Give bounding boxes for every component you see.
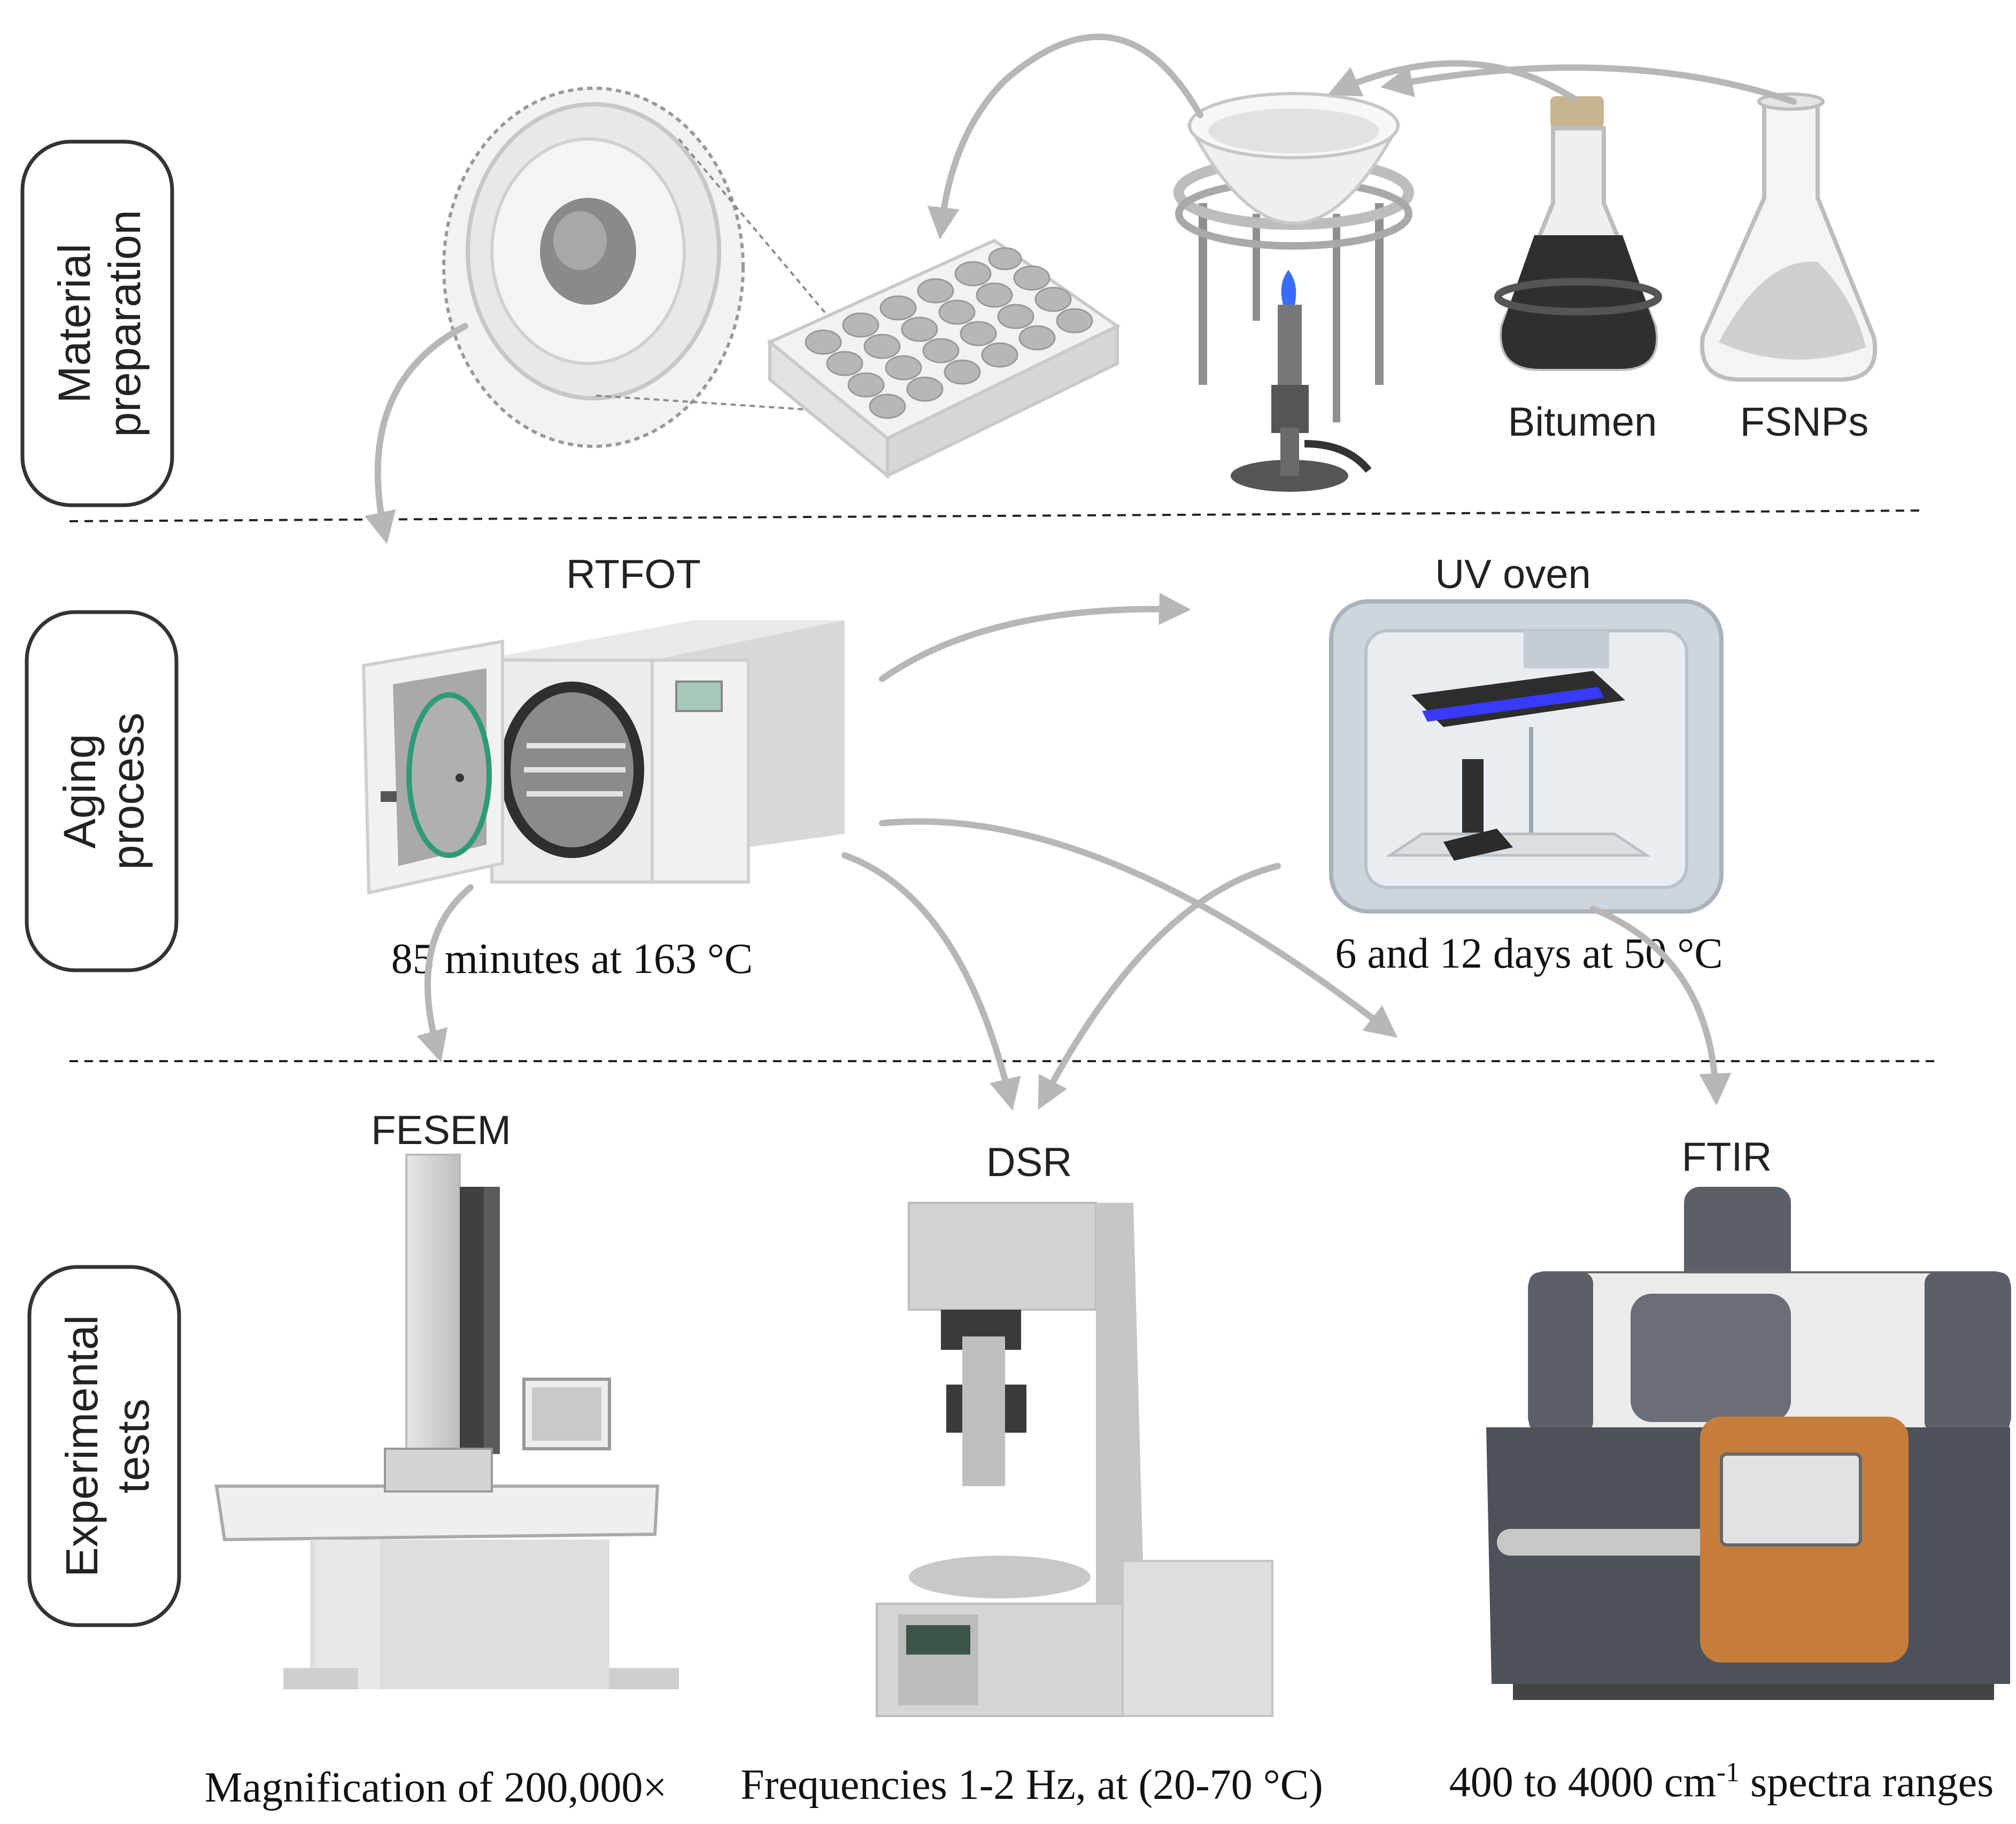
stage-label-aging-1: Aging — [55, 734, 105, 849]
ftir-spectrometer-illustration — [1486, 1187, 2011, 1700]
arrow-rtfot-to-fesem — [416, 884, 474, 1063]
device-label-rtfot: RTFOT — [566, 552, 701, 597]
arrow-rtfot-to-ftir — [879, 818, 1398, 1038]
dsr-rheometer-illustration — [876, 1202, 1273, 1717]
material-label-fsnps: FSNPs — [1740, 399, 1869, 445]
condition-fesem: Magnification of 200,000× — [205, 1764, 667, 1811]
zoom-line-1 — [678, 138, 878, 375]
stage-label-experimental-2: tests — [108, 1398, 158, 1493]
condition-dsr: Frequencies 1-2 Hz, at (20-70 °C) — [740, 1761, 1323, 1808]
fesem-microscope-illustration — [214, 1154, 679, 1689]
device-label-dsr: DSR — [986, 1140, 1072, 1185]
heating-bowl-illustration — [1173, 92, 1414, 492]
fsnps-flask-icon — [1700, 92, 1878, 382]
condition-ftir: 400 to 4000 cm-1 spectra ranges — [1449, 1757, 1994, 1806]
condition-rtfot: 85 minutes at 163 °C — [391, 936, 753, 983]
arrow-bowl-to-plate — [927, 33, 1203, 239]
arrow-uv-to-ftir — [1590, 906, 1732, 1106]
stage-label-material-1: Material — [49, 244, 99, 404]
uv-oven-illustration — [1329, 599, 1724, 914]
sample-well-zoom-illustration — [442, 87, 745, 448]
stage-box-experimental: Experimental tests — [27, 1265, 181, 1627]
arrow-rtfot-to-uv — [879, 592, 1191, 682]
material-label-bitumen: Bitumen — [1508, 399, 1657, 445]
well-plate-illustration — [767, 238, 1121, 480]
arrow-fsnps-to-bowl — [1380, 64, 1797, 105]
stage-box-material: Material preparation — [20, 140, 174, 507]
bitumen-flask-icon — [1494, 96, 1662, 371]
rtfot-oven-illustration — [361, 620, 845, 895]
stage-label-material-2: preparation — [99, 210, 150, 437]
arrow-uv-to-dsr — [1038, 863, 1281, 1110]
device-label-fesem: FESEM — [371, 1108, 511, 1153]
arrow-bitumen-to-bowl — [1327, 60, 1578, 102]
arrow-well-to-rtfot — [364, 323, 468, 544]
divider-top — [69, 509, 1925, 522]
device-label-ftir: FTIR — [1682, 1134, 1772, 1180]
stage-label-experimental-1: Experimental — [57, 1315, 107, 1577]
device-label-uv-oven: UV oven — [1435, 552, 1591, 597]
arrow-rtfot-to-dsr — [841, 852, 1021, 1111]
stage-label-aging-2: process — [103, 713, 153, 870]
stage-box-aging: Aging process — [25, 610, 179, 972]
